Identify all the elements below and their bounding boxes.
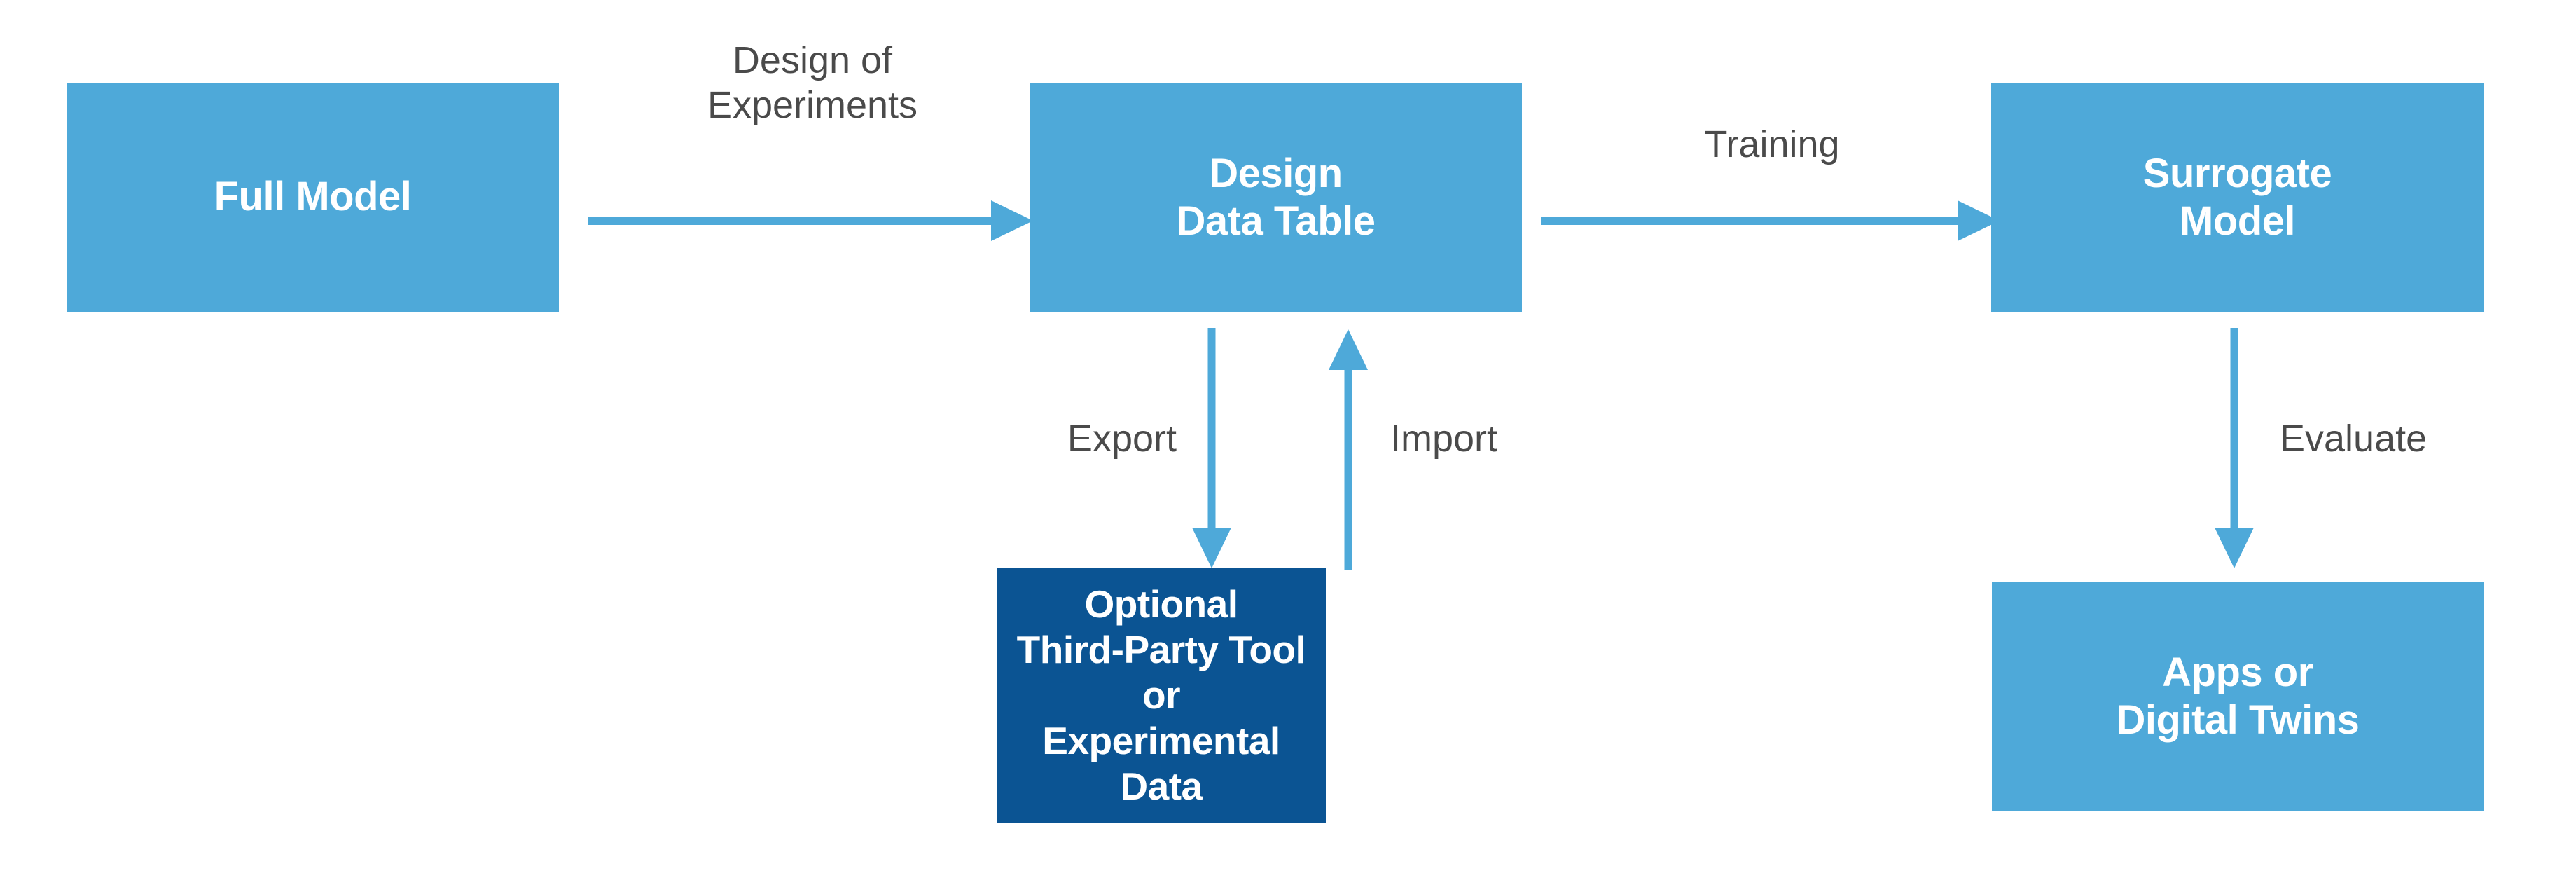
node-full-model-label: Full Model — [214, 174, 412, 220]
edge-label-export: Export — [1067, 418, 1177, 460]
edge-label-import: Import — [1390, 418, 1498, 460]
arrow-import — [1329, 329, 1368, 570]
arrow-training — [1541, 200, 2000, 241]
node-design-data-table-label: Design Data Table — [1176, 150, 1376, 244]
edge-label-evaluate: Evaluate — [2280, 418, 2428, 460]
node-surrogate-model-label: Surrogate Model — [2142, 150, 2332, 244]
node-surrogate-model[interactable]: Surrogate Model — [1991, 83, 2484, 312]
arrow-export — [1192, 328, 1231, 568]
node-optional-third-party-tool[interactable]: Optional Third-Party Tool or Experimenta… — [997, 568, 1326, 823]
edge-label-design-of-experiments: Design of Experiments — [707, 39, 918, 126]
node-optional-third-party-tool-label: Optional Third-Party Tool or Experimenta… — [1016, 582, 1306, 808]
node-design-data-table[interactable]: Design Data Table — [1030, 83, 1522, 312]
node-apps-digital-twins[interactable]: Apps or Digital Twins — [1992, 582, 2484, 811]
arrow-evaluate — [2215, 328, 2254, 568]
node-full-model[interactable]: Full Model — [67, 83, 559, 312]
arrow-design-of-experiments — [588, 200, 1033, 241]
edge-label-training: Training — [1704, 123, 1840, 165]
node-apps-digital-twins-label: Apps or Digital Twins — [2116, 649, 2360, 743]
